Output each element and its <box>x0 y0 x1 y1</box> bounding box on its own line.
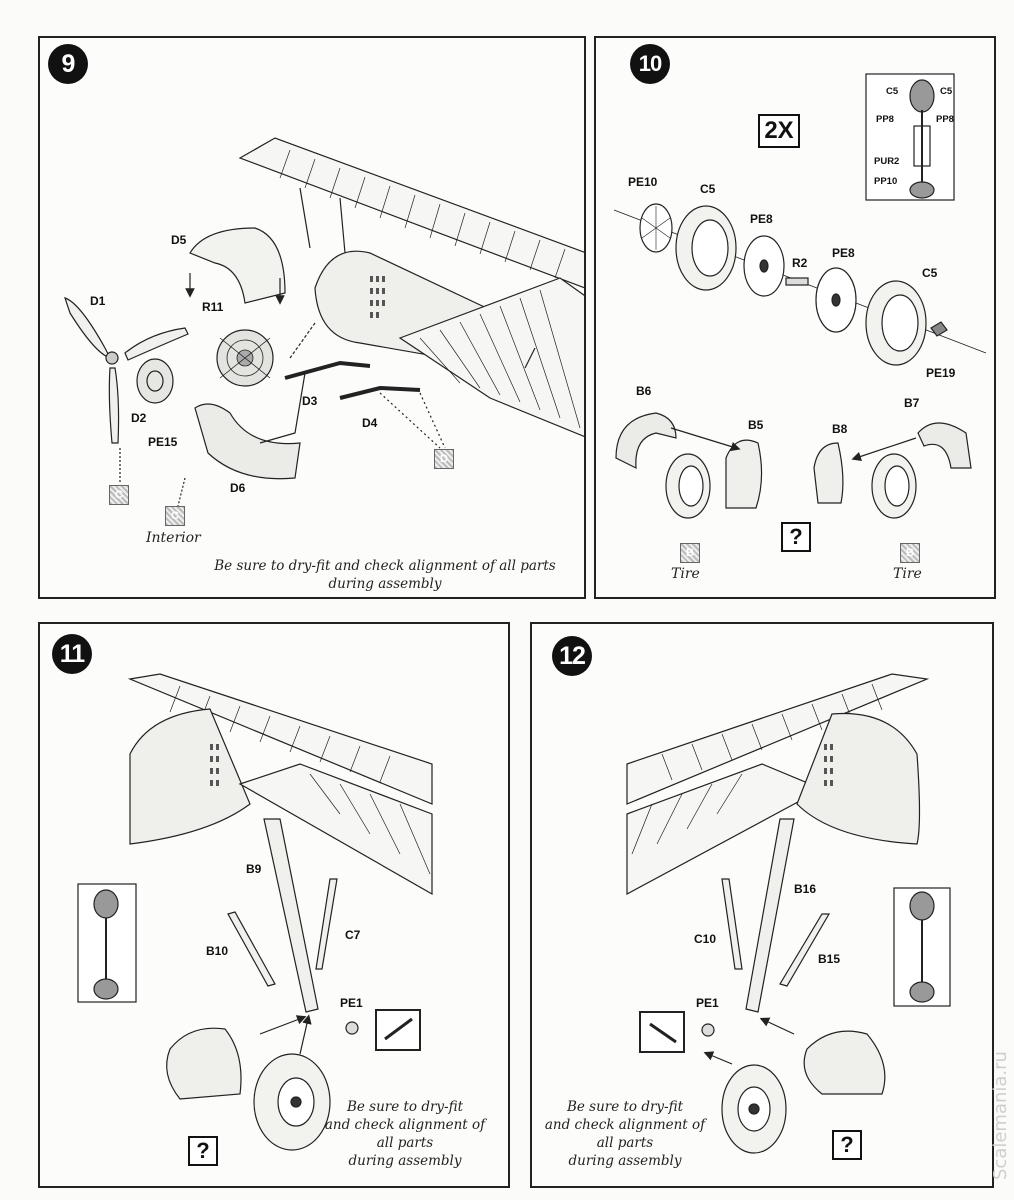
callout-d: D <box>434 449 454 469</box>
part-label-b8: B8 <box>832 422 848 436</box>
assembly-note-line-4: during assembly <box>568 1153 682 1169</box>
assembly-note-line-1: Be sure to dry-fit and check alignment o… <box>214 558 556 574</box>
step-12-illustration <box>626 673 951 1154</box>
assembly-note-line-2: and check alignment of <box>544 1117 706 1133</box>
step-10-illustration <box>613 73 987 519</box>
part-label-b9: B9 <box>246 862 262 876</box>
inset-label-pp8-right: PP8 <box>936 114 954 125</box>
interior-label: Interior <box>146 530 201 546</box>
part-label-b6: B6 <box>636 384 652 398</box>
part-label-pe1: PE1 <box>696 996 719 1010</box>
part-label-d4: D4 <box>362 416 378 430</box>
part-label-b7: B7 <box>904 396 920 410</box>
part-label-c7: C7 <box>345 928 361 942</box>
callout-c-right: C <box>165 506 185 526</box>
quantity-2x-badge: 2X <box>758 114 800 148</box>
step-number: 11 <box>52 634 92 674</box>
part-label-b10: B10 <box>206 944 229 958</box>
assembly-note-line-2: and check alignment of <box>324 1117 486 1133</box>
step-9-panel: 9 D5 D1 R11 D2 PE15 D3 D4 D6 C C D Inter… <box>38 36 586 599</box>
step-9-illustration <box>64 137 584 507</box>
callout-c-left: C <box>109 485 129 505</box>
part-label-r2: R2 <box>792 256 808 270</box>
unclear-part-question-mark: ? <box>781 522 811 552</box>
part-label-d1: D1 <box>90 294 106 308</box>
assembly-note-line-4: during assembly <box>348 1153 462 1169</box>
step-11-illustration <box>77 673 433 1151</box>
part-label-pe10: PE10 <box>628 175 658 189</box>
inset-label-c5-right: C5 <box>940 86 953 97</box>
inset-label-pp10: PP10 <box>874 176 898 187</box>
part-label-c10: C10 <box>694 932 717 946</box>
part-label-pe8-b: PE8 <box>832 246 855 260</box>
step-number: 10 <box>630 44 670 84</box>
part-label-b15: B15 <box>818 952 841 966</box>
callout-b-right: B <box>900 543 920 563</box>
part-label-b5: B5 <box>748 418 764 432</box>
step-12-panel: 12 B16 C10 B15 PE1 Be sure to dry-fit an… <box>530 622 994 1188</box>
part-label-c5-b: C5 <box>922 266 938 280</box>
assembly-note-line-3: all parts <box>596 1135 654 1151</box>
callout-b-left: B <box>680 543 700 563</box>
part-label-b16: B16 <box>794 882 817 896</box>
part-label-c5-a: C5 <box>700 182 716 196</box>
part-label-r11: R11 <box>202 300 224 314</box>
part-label-d5: D5 <box>171 233 187 247</box>
part-label-pe8-a: PE8 <box>750 212 773 226</box>
inset-label-pur2: PUR2 <box>874 156 900 167</box>
tire-label-left: Tire <box>671 566 700 582</box>
assembly-note-line-2: during assembly <box>328 576 442 592</box>
assembly-note-line-3: all parts <box>376 1135 434 1151</box>
inset-label-pp8-left: PP8 <box>876 114 894 125</box>
assembly-note-line-1: Be sure to dry-fit <box>346 1099 464 1115</box>
part-label-d6: D6 <box>230 481 246 495</box>
part-label-pe1: PE1 <box>340 996 363 1010</box>
watermark: Scalemania.ru <box>990 1051 1011 1180</box>
tire-label-right: Tire <box>893 566 922 582</box>
inset-label-c5-left: C5 <box>886 86 899 97</box>
step-number: 12 <box>552 636 592 676</box>
assembly-note-line-1: Be sure to dry-fit <box>566 1099 684 1115</box>
unclear-part-question-mark: ? <box>832 1130 862 1160</box>
part-label-d3: D3 <box>302 394 318 408</box>
step-11-panel: 11 B9 B10 C7 PE1 Be sure to dry-fit and … <box>38 622 510 1188</box>
part-label-pe15: PE15 <box>148 435 178 449</box>
step-number: 9 <box>48 44 88 84</box>
part-label-pe19: PE19 <box>926 366 956 380</box>
unclear-part-question-mark: ? <box>188 1136 218 1166</box>
step-10-panel: 10 2X C5 C5 PP8 PP8 PUR2 PP10 PE10 C5 PE… <box>594 36 996 599</box>
part-label-d2: D2 <box>131 411 147 425</box>
